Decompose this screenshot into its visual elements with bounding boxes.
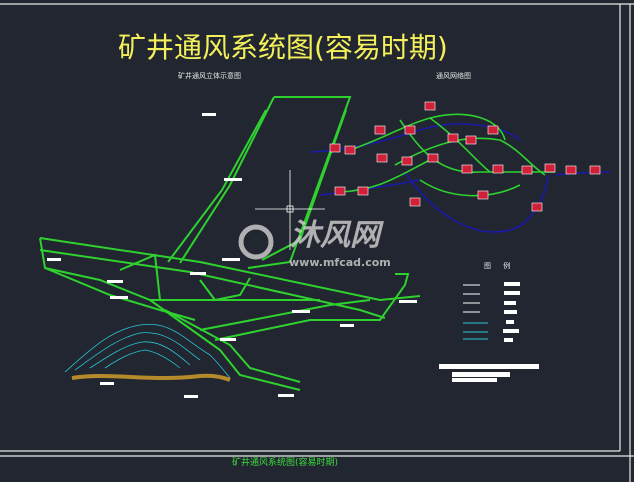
- ventilation-network: [309, 113, 611, 233]
- title-block-text: 矿井通风系统图(容易时期): [232, 458, 339, 468]
- annotation-tags: [47, 113, 417, 398]
- drawing-frame: [0, 3, 634, 482]
- network-nodes: [329, 101, 601, 212]
- watermark-name: 沐风网: [290, 218, 380, 253]
- schematic-subtitle: 矿井通风立体示意图: [178, 72, 241, 80]
- cad-crosshair: [255, 170, 325, 250]
- watermark-url: www.mfcad.com: [289, 256, 391, 269]
- ventilation-3d-schematic: [39, 96, 421, 391]
- terrain-contours: [64, 323, 231, 379]
- watermark-logo: [238, 224, 274, 260]
- legend: [439, 282, 539, 382]
- network-subtitle: 通风网络图: [436, 72, 471, 80]
- legend-title: 图 例: [484, 262, 511, 270]
- drawing-title: 矿井通风系统图(容易时期): [118, 31, 448, 64]
- coal-seam: [71, 373, 231, 382]
